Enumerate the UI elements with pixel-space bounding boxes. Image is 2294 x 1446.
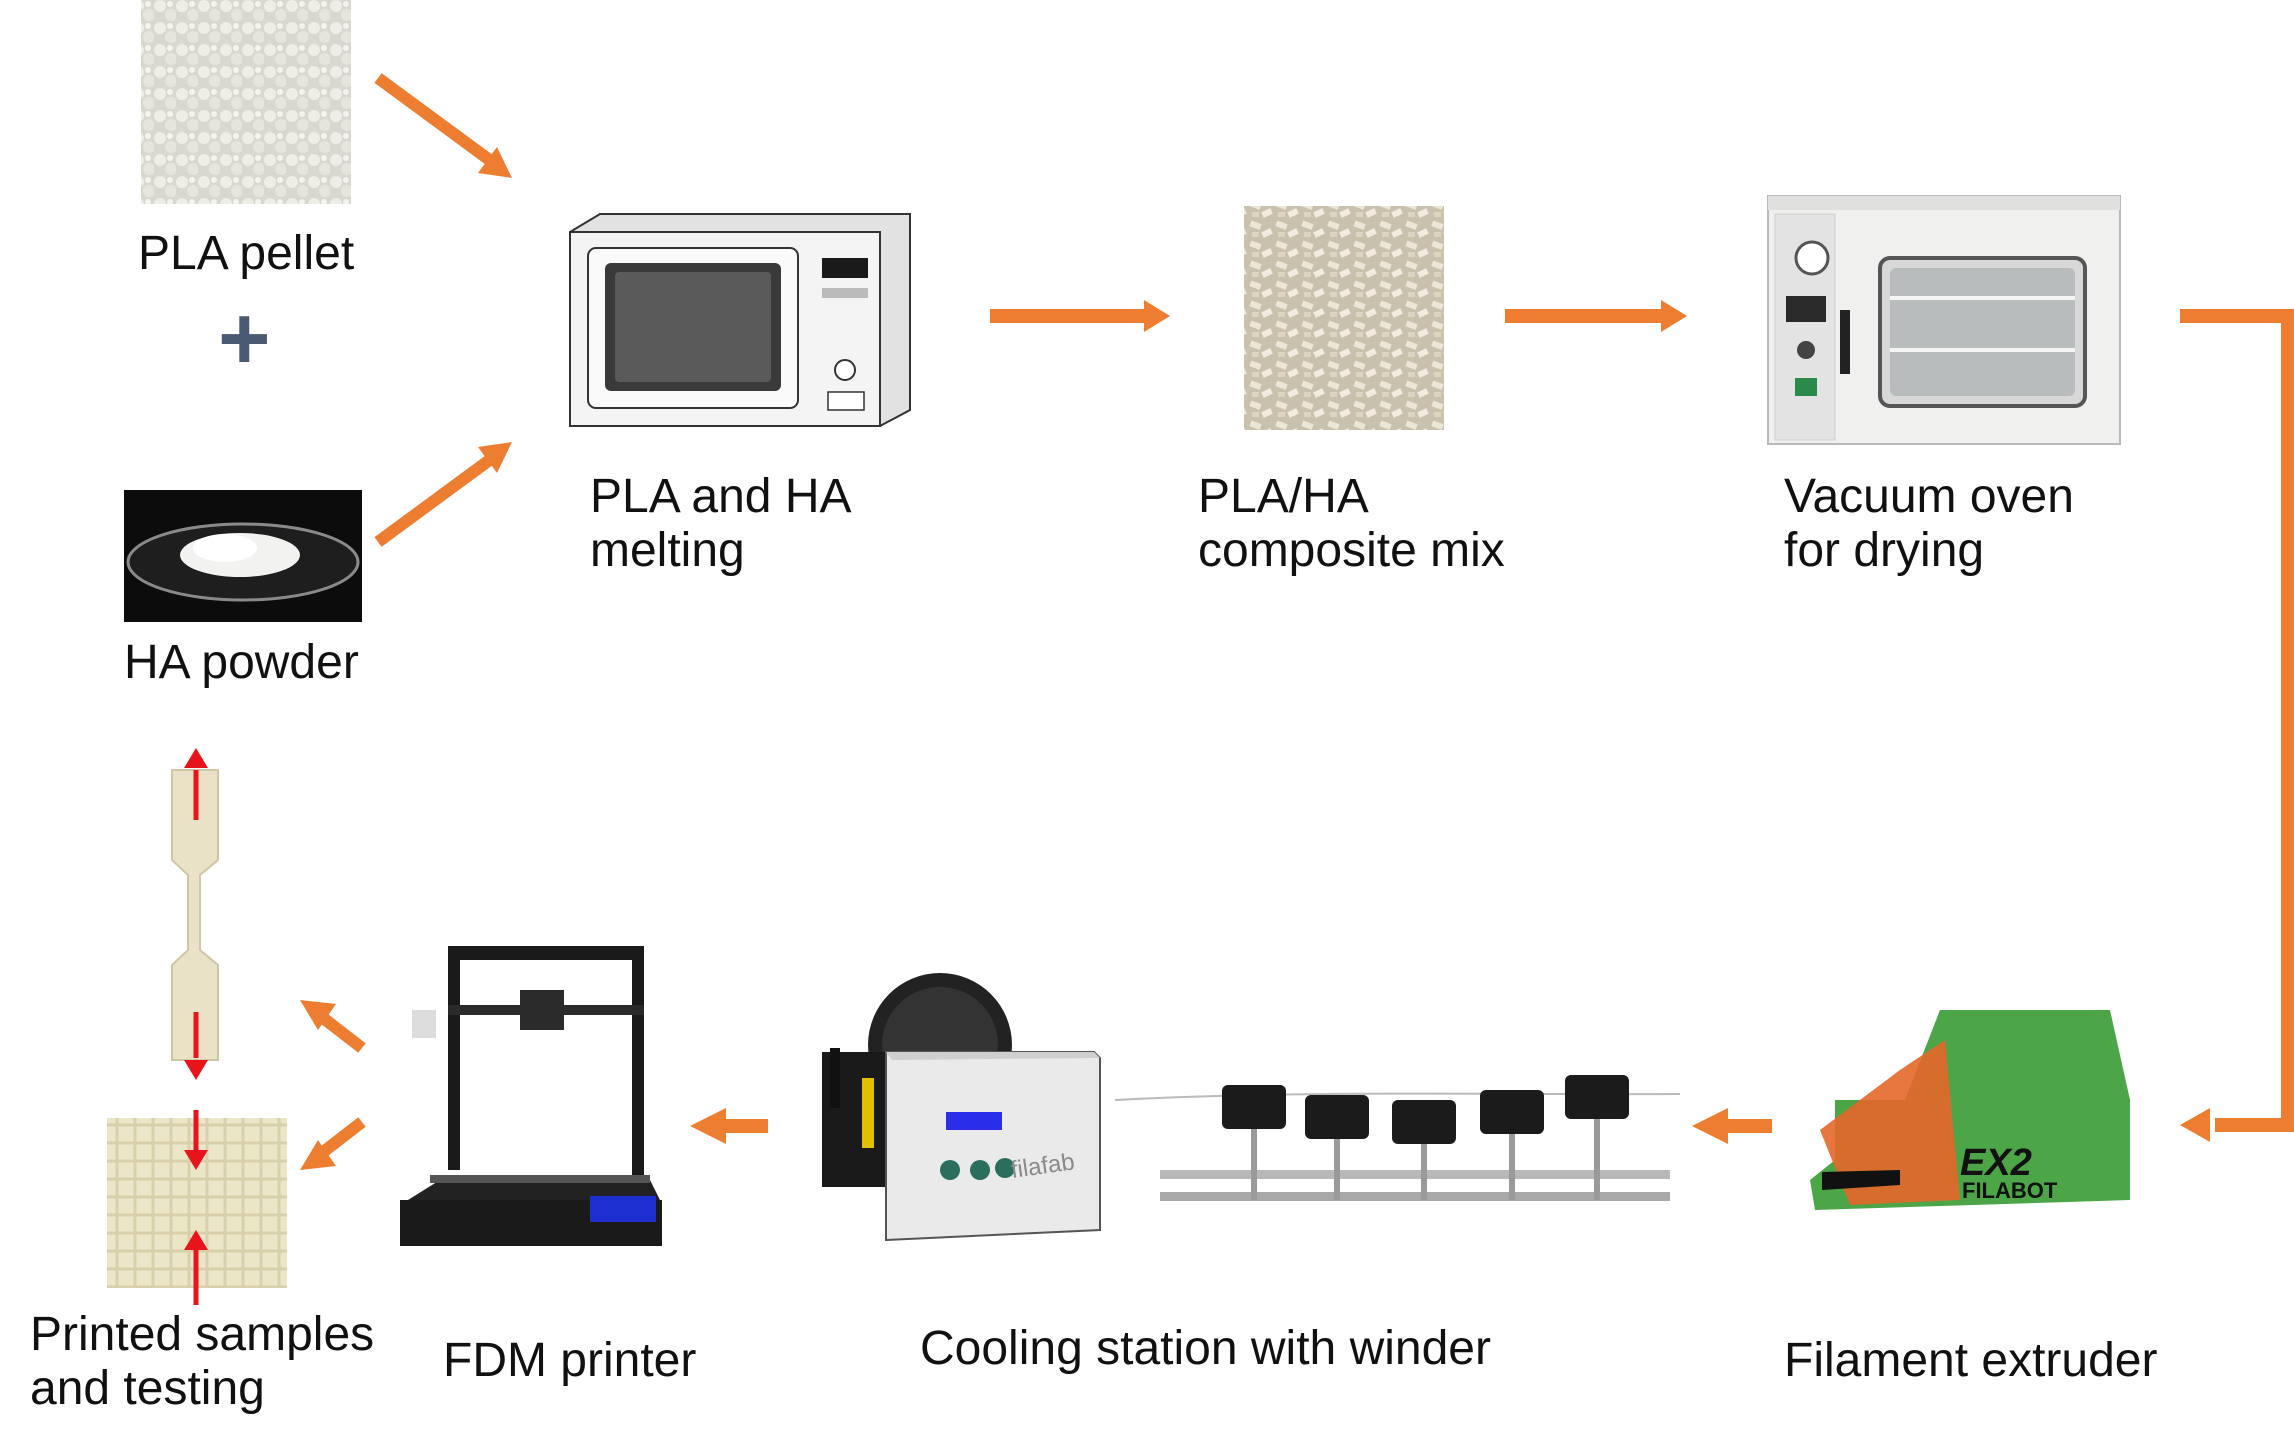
label-ha-powder: HA powder — [124, 636, 359, 689]
label-pla-pellet: PLA pellet — [138, 227, 355, 280]
arrow-powder-to-melt — [374, 451, 499, 547]
microwave-icon — [569, 213, 911, 427]
ha-powder-photo — [124, 490, 362, 622]
flow-arrows — [300, 73, 2294, 1170]
label-vacuum-oven: Vacuum oven for drying — [1784, 470, 2074, 577]
label-fdm: FDM printer — [443, 1334, 697, 1387]
arrow-pellet-to-melt — [374, 73, 499, 169]
cooling-winder-icon: filafab — [822, 973, 1681, 1242]
test-arrows — [184, 748, 208, 1305]
pla-pellet-photo — [141, 0, 351, 204]
label-melting: PLA and HA melting — [590, 470, 852, 577]
label-composite: PLA/HA composite mix — [1198, 470, 1505, 577]
label-extruder: Filament extruder — [1784, 1334, 2158, 1387]
fdm-printer-icon — [400, 946, 662, 1246]
plus-icon: + — [218, 289, 271, 389]
composite-mix-photo — [1244, 206, 1444, 430]
extruder-brand: EX2 — [1960, 1142, 2032, 1184]
extruder-brand-2: FILABOT — [1962, 1178, 2058, 1203]
label-cooling: Cooling station with winder — [920, 1322, 1491, 1375]
label-samples: Printed samples and testing — [30, 1308, 375, 1415]
dogbone-sample-icon — [171, 769, 219, 1061]
vacuum-oven-icon — [1767, 195, 2121, 445]
filament-extruder-icon: EX2 FILABOT — [1810, 1010, 2130, 1210]
